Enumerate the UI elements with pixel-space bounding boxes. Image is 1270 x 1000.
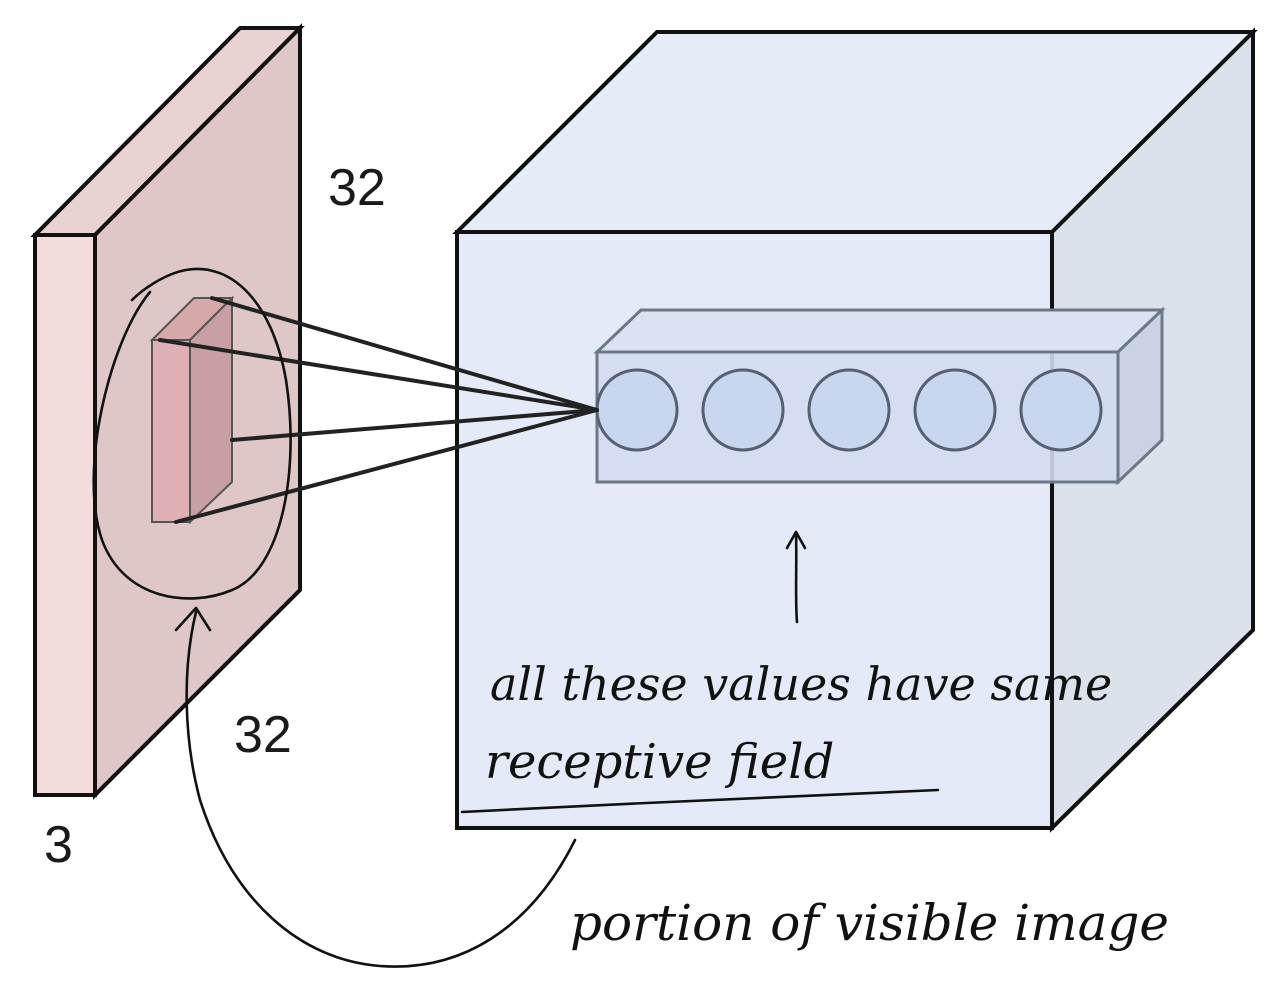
output-volume-top bbox=[452, 30, 1258, 234]
neuron bbox=[701, 368, 785, 452]
connection-line bbox=[210, 296, 599, 412]
up-arrow-head bbox=[785, 530, 807, 550]
handwritten-annotations: all these values have same receptive fie… bbox=[92, 267, 1169, 968]
neuron bbox=[913, 368, 997, 452]
curved-arrow bbox=[185, 610, 577, 968]
connection-line bbox=[230, 408, 599, 442]
annotation-line-1: all these values have same bbox=[490, 657, 1112, 711]
connection-line bbox=[174, 408, 599, 524]
neuron bbox=[1019, 368, 1103, 452]
input-volume-side bbox=[33, 233, 97, 797]
connection-lines bbox=[158, 296, 599, 524]
input-depth-label: 3 bbox=[44, 816, 73, 874]
patch-front bbox=[151, 339, 191, 523]
patch-side bbox=[189, 295, 233, 525]
depth-column bbox=[593, 306, 1166, 486]
receptive-field-patch bbox=[149, 295, 235, 525]
neuron bbox=[595, 368, 679, 452]
neuron bbox=[807, 368, 891, 452]
depth-column-top bbox=[593, 308, 1166, 354]
curved-arrow-head bbox=[174, 606, 212, 632]
input-width-label: 32 bbox=[234, 706, 292, 764]
input-height-label: 32 bbox=[328, 159, 386, 217]
up-arrow bbox=[794, 532, 799, 624]
annotation-line-3: portion of visible image bbox=[570, 894, 1169, 952]
receptive-field-circle bbox=[92, 267, 292, 600]
connection-line bbox=[158, 338, 599, 412]
annotation-underline bbox=[460, 788, 940, 814]
annotation-line-2: receptive field bbox=[485, 734, 834, 790]
